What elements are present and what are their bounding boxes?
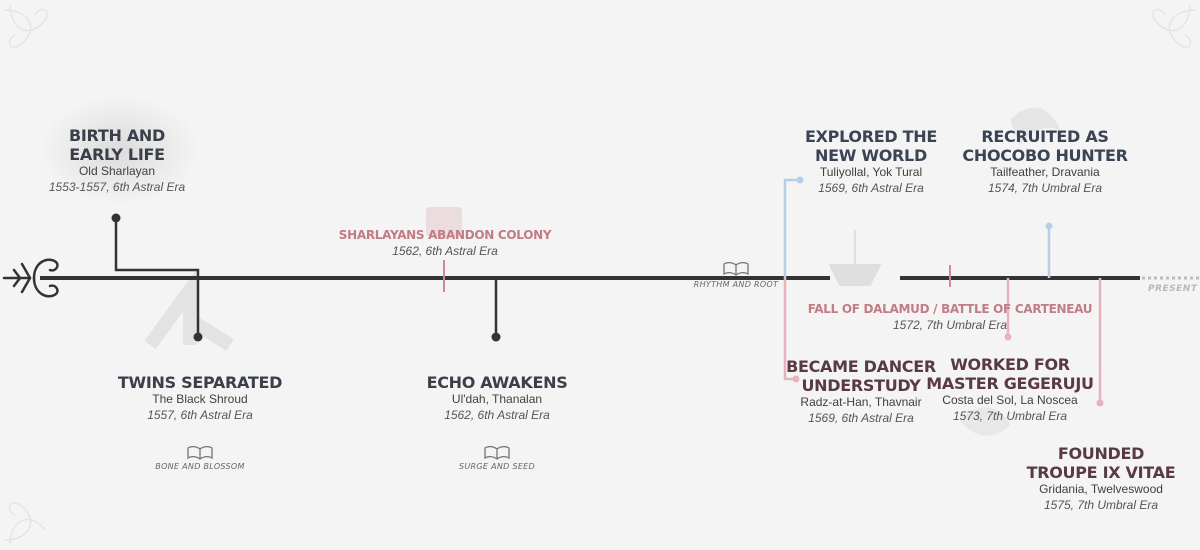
chapter-label: RHYTHM AND ROOT	[693, 280, 779, 289]
connector-dot-chocobo	[1045, 222, 1053, 230]
event-echo-awakens: ECHO AWAKENS Ul'dah, Thanalan 1562, 6th …	[397, 373, 597, 423]
event-title-line: EXPLORED THE	[805, 127, 937, 146]
connector-dancer	[783, 278, 796, 381]
event-title-line: BECAME DANCER	[786, 357, 936, 376]
event-title-line: WORKED FOR	[950, 355, 1070, 374]
event-title-line: FOUNDED	[1057, 444, 1145, 463]
event-place: Costa del Sol, La Noscea	[942, 393, 1078, 407]
chapter-surge-and-seed[interactable]: SURGE AND SEED	[437, 446, 557, 471]
event-title-line: FALL OF DALAMUD / BATTLE OF CARTENEAU	[807, 302, 1093, 316]
event-title-line: CHOCOBO HUNTER	[962, 146, 1128, 165]
fleur-ornament-icon	[2, 258, 59, 298]
chapter-bone-and-blossom[interactable]: BONE AND BLOSSOM	[140, 446, 260, 471]
event-title-line: TWINS SEPARATED	[117, 373, 283, 392]
event-date: 1572, 7th Umbral Era	[892, 318, 1008, 332]
cloud-illustration	[40, 95, 200, 205]
event-date: 1569, 6th Astral Era	[818, 181, 924, 195]
event-sharlayans-abandon: SHARLAYANS ABANDON COLONY 1562, 6th Astr…	[320, 228, 570, 259]
event-place: Tuliyollal, Yok Tural	[819, 165, 923, 179]
event-title-line: MASTER GEGERUJU	[926, 374, 1094, 393]
event-title-line: ECHO AWAKENS	[426, 373, 568, 392]
connector-dot-dancer	[792, 375, 800, 383]
book-icon	[723, 262, 749, 276]
event-master-gegeruju: WORKED FOR MASTER GEGERUJU Costa del Sol…	[926, 355, 1094, 424]
event-place: Radz-at-Han, Thavnair	[800, 395, 922, 409]
event-place: Ul'dah, Thanalan	[451, 392, 543, 406]
event-title-line: EARLY LIFE	[69, 145, 165, 164]
fork-arrow-illustration	[144, 268, 234, 351]
flowers-illustration	[960, 407, 1010, 436]
bird-illustration	[1010, 107, 1060, 145]
event-title-line: BIRTH AND	[69, 126, 165, 145]
connector-birth	[114, 218, 200, 278]
event-date: 1562, 6th Astral Era	[444, 408, 550, 422]
chapter-label: BONE AND BLOSSOM	[155, 462, 245, 471]
connector-dot-troupe	[1096, 399, 1104, 407]
present-label: PRESENT	[1148, 284, 1198, 294]
event-place: Old Sharlayan	[78, 164, 156, 178]
corner-ornament-bottom-left	[4, 502, 46, 546]
chapter-rhythm-and-root[interactable]: RHYTHM AND ROOT	[676, 262, 796, 289]
event-troupe-ix-vitae: FOUNDED TROUPE IX VITAE Gridania, Twelve…	[1026, 444, 1176, 513]
event-title-line: TROUPE IX VITAE	[1026, 463, 1176, 482]
event-title-line: SHARLAYANS ABANDON COLONY	[338, 228, 552, 242]
event-twins-separated: TWINS SEPARATED The Black Shroud 1557, 6…	[100, 373, 300, 423]
event-date: 1553-1557, 6th Astral Era	[48, 180, 186, 194]
event-birth: BIRTH AND EARLY LIFE Old Sharlayan 1553-…	[37, 126, 197, 195]
event-place: The Black Shroud	[152, 392, 248, 406]
event-place: Tailfeather, Dravania	[990, 165, 1100, 179]
corner-ornament-top-right	[1152, 4, 1196, 48]
event-date: 1573, 7th Umbral Era	[952, 409, 1068, 423]
book-icon	[484, 446, 510, 460]
connector-dot-echo	[491, 332, 501, 342]
event-chocobo-hunter: RECRUITED AS CHOCOBO HUNTER Tailfeather,…	[955, 127, 1135, 196]
event-title-line: UNDERSTUDY	[801, 376, 921, 395]
event-date: 1574, 7th Umbral Era	[987, 181, 1103, 195]
connector-dot-gegeruju	[1004, 333, 1012, 341]
connector-dot-twins	[193, 332, 203, 342]
event-title-line: NEW WORLD	[815, 146, 927, 165]
chapter-label: SURGE AND SEED	[459, 462, 535, 471]
connector-dot-new-world	[796, 176, 804, 184]
book-icon	[187, 446, 213, 460]
event-dancer-understudy: BECAME DANCER UNDERSTUDY Radz-at-Han, Th…	[786, 357, 936, 426]
connector-dot-birth	[111, 213, 121, 223]
event-date: 1575, 7th Umbral Era	[1043, 498, 1159, 512]
corner-ornament-top-left	[4, 4, 48, 48]
connector-new-world	[783, 178, 800, 278]
event-date: 1562, 6th Astral Era	[392, 244, 498, 258]
event-fall-of-dalamud: FALL OF DALAMUD / BATTLE OF CARTENEAU 15…	[800, 302, 1100, 333]
event-place: Gridania, Twelveswood	[1039, 482, 1163, 496]
event-date: 1569, 6th Astral Era	[808, 411, 914, 425]
event-date: 1557, 6th Astral Era	[147, 408, 253, 422]
event-title-line: RECRUITED AS	[981, 127, 1109, 146]
emblem-illustration	[426, 207, 462, 237]
event-explored-new-world: EXPLORED THE NEW WORLD Tuliyollal, Yok T…	[791, 127, 951, 196]
